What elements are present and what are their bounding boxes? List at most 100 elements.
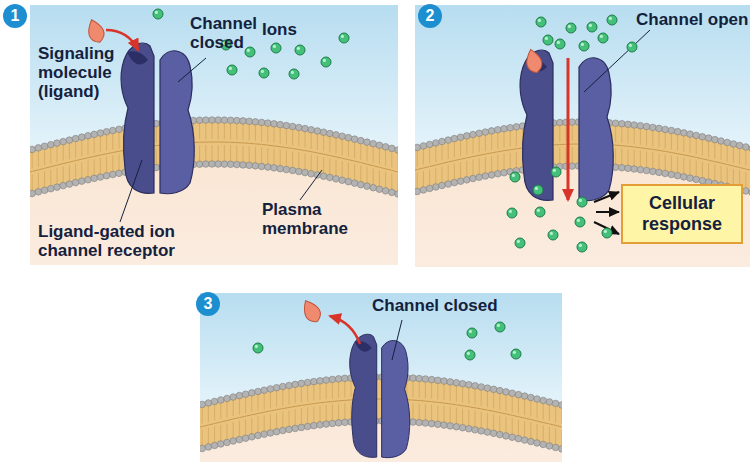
phospholipid-head [255,388,262,395]
phospholipid-head [395,191,398,198]
phospholipid-head [552,444,559,451]
lipid-tail [274,127,275,143]
phospholipid-head [433,140,440,147]
lipid-tail [243,124,244,140]
lipid-tail [466,139,467,155]
phospholipid-head [364,139,371,146]
phospholipid-head [85,176,92,183]
phospholipid-head [457,178,464,185]
part-label: Channel closed [190,14,270,52]
process-box: Cellular response [621,184,743,244]
lipid-tail [94,137,95,153]
lipid-tail [561,430,562,446]
ion [339,33,349,43]
lipid-tail [473,160,474,176]
phospholipid-head [218,441,225,448]
lipid-tail [431,405,432,421]
phospholipid-head [267,386,274,393]
phospholipid-head [215,117,222,124]
lipid-tail [475,389,476,405]
phospholipid-head [85,132,92,139]
phospholipid-head [484,429,491,436]
phospholipid-head [521,437,528,444]
phospholipid-head [410,375,417,382]
lipid-tail [435,146,436,162]
phospholipid-head [439,182,446,189]
lipid-tail [336,160,337,176]
ion-highlight [512,174,515,177]
ion [253,343,263,353]
lipid-tail [504,132,505,148]
lipid-tail [336,138,337,154]
lipid-tail [745,150,746,166]
phospholipid-head [488,172,495,179]
phospholipid-head [280,427,287,434]
phospholipid-head [296,124,303,131]
phospholipid-head [317,378,324,385]
phospholipid-head [507,124,514,131]
phospholipid-head [534,440,541,447]
lipid-tail [696,160,697,176]
phospholipid-head [497,431,504,438]
phospholipid-head [625,165,632,172]
lipid-tail [379,148,380,164]
phospholipid-head [637,122,644,129]
phospholipid-head [699,133,706,140]
phospholipid-head [674,128,681,135]
lipid-tail [543,425,544,441]
ligand [84,17,106,45]
lipid-tail [537,424,538,440]
ion-highlight [629,44,632,47]
lipid-tail [518,398,519,414]
lipid-tail [628,149,629,165]
phospholipid-head [376,186,383,193]
ion-highlight [513,351,516,354]
ion-highlight [537,209,540,212]
phospholipid-head [311,422,318,429]
lipid-tail [468,410,469,426]
phospholipid-head [482,173,489,180]
phospholipid-head [116,170,123,177]
phospholipid-head [439,138,446,145]
ion [535,207,545,217]
lipid-tail [518,420,519,436]
lipid-tail [504,154,505,170]
leader-line [392,320,402,360]
lipid-tail [683,158,684,174]
lipid-tail [227,423,228,439]
lipid-tail [360,166,361,182]
lipid-tail [251,418,252,434]
lipid-tail [437,405,438,421]
lipid-tail [391,151,392,167]
phospholipid-head [308,170,315,177]
lipid-tail [57,168,58,184]
lipid-tail [708,163,709,179]
lipid-tail [236,124,237,140]
panel [200,293,562,462]
phospholipid-head [370,140,377,147]
phospholipid-head [304,423,311,430]
phospholipid-head [668,171,675,178]
lipid-tail [258,394,259,410]
lipid-tail [450,385,451,401]
ion [533,185,543,195]
phospholipid-head [435,377,442,384]
lipid-tail [233,422,234,438]
phospholipid-head [569,119,576,126]
panel-backgrounds [23,5,753,462]
ion-highlight [229,67,232,70]
phospholipid-head [286,426,293,433]
panel [415,5,750,267]
phospholipid-head [211,442,218,449]
ion-highlight [589,24,592,27]
lipid-tail [615,126,616,142]
ion-highlight [255,345,258,348]
lipid-tail [239,399,240,415]
lipid-tail [50,148,51,164]
lipid-tail [342,139,343,155]
release-arrow [330,316,360,344]
ion [566,23,576,33]
phospholipid-head [382,144,389,151]
phospholipid-head [271,165,278,172]
phospholipid-head [261,387,268,394]
